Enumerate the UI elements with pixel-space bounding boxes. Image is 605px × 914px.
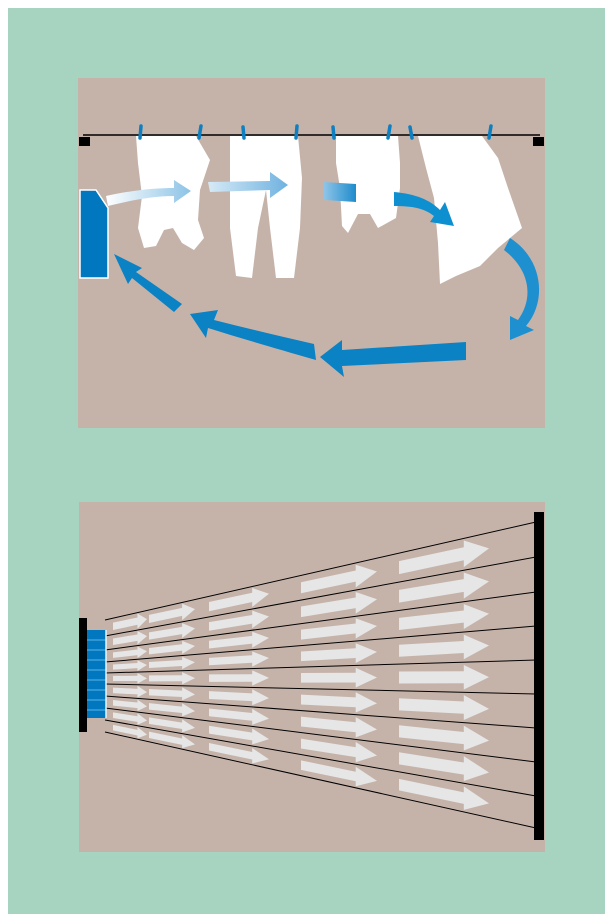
airflow-arrow-34 — [301, 716, 377, 738]
airflow-arrow-5 — [504, 238, 540, 340]
drying-lines — [104, 521, 537, 829]
airflow-arrow-27 — [149, 687, 195, 701]
wall-bar-left — [79, 618, 87, 732]
garments — [136, 136, 522, 284]
air-distribution-scene — [79, 512, 544, 840]
airflow-arrow-42 — [149, 731, 195, 749]
airflow-arrow-6 — [113, 631, 147, 645]
airflow-arrow-26 — [113, 685, 147, 698]
airflow-arrow-6 — [320, 340, 466, 377]
airflow-arrow-7 — [149, 623, 195, 640]
airflow-arrow-16 — [113, 660, 147, 671]
airflow-arrow-3 — [209, 587, 269, 612]
airflow-arrow-41 — [113, 724, 147, 739]
air-distribution-panel — [79, 502, 545, 852]
airflow-arrows — [106, 172, 540, 377]
airflow-arrow-45 — [399, 778, 489, 810]
airflow-arrow-7 — [190, 310, 316, 360]
airflow-arrow-10 — [399, 572, 489, 603]
airflow-arrow-14 — [301, 618, 377, 640]
airflow-arrow-31 — [113, 699, 147, 712]
spreading-airflow-arrows — [113, 540, 489, 810]
airflow-arrow-15 — [399, 604, 489, 631]
laundry-drying-scene — [79, 124, 544, 377]
wall-bar-right — [534, 512, 544, 840]
airflow-arrow-25 — [399, 664, 489, 690]
airflow-arrow-32 — [149, 703, 195, 717]
airflow-arrow-37 — [149, 717, 195, 733]
airflow-arrow-3 — [324, 182, 356, 202]
airflow-arrow-39 — [301, 738, 377, 763]
airflow-arrow-9 — [301, 591, 377, 618]
dryer-unit-icon — [79, 189, 109, 279]
airflow-arrow-4 — [394, 192, 454, 226]
laundry-drying-panel — [78, 78, 545, 428]
line-post-left — [79, 137, 90, 146]
airflow-arrow-29 — [301, 692, 377, 713]
airflow-arrow-35 — [399, 725, 489, 751]
airflow-arrow-24 — [301, 667, 377, 688]
airflow-arrow-12 — [149, 640, 195, 655]
airflow-arrow-11 — [113, 646, 147, 659]
airflow-arrow-44 — [301, 760, 377, 787]
trousers — [230, 136, 302, 278]
airflow-arrow-21 — [113, 673, 147, 684]
airflow-arrow-30 — [399, 695, 489, 721]
airflow-arrow-2 — [208, 172, 288, 198]
airflow-arrow-19 — [301, 643, 377, 663]
shirt-middle — [336, 136, 400, 233]
airflow-arrow-43 — [209, 742, 269, 764]
airflow-arrow-8 — [209, 610, 269, 631]
airflow-arrow-17 — [149, 656, 195, 670]
airflow-arrow-28 — [209, 689, 269, 706]
airflow-arrow-4 — [301, 564, 377, 594]
airflow-arrow-1 — [113, 613, 147, 631]
line-post-right — [533, 137, 544, 146]
airflow-arrow-38 — [209, 725, 269, 745]
airflow-arrow-13 — [209, 631, 269, 649]
airflow-arrow-23 — [209, 670, 269, 686]
airflow-arrow-33 — [209, 708, 269, 725]
airflow-arrow-1 — [106, 180, 191, 206]
airflow-arrow-8 — [114, 254, 182, 312]
sheet — [418, 136, 522, 284]
airflow-arrow-2 — [149, 603, 195, 624]
airflow-arrow-18 — [209, 651, 269, 667]
airflow-arrow-5 — [399, 540, 489, 575]
airflow-arrow-22 — [149, 672, 195, 685]
clothes-pegs — [138, 124, 493, 140]
airflow-arrow-36 — [113, 712, 147, 725]
airflow-arrow-20 — [399, 634, 489, 660]
air-outlet-icon — [87, 630, 107, 718]
airflow-arrow-40 — [399, 752, 489, 781]
